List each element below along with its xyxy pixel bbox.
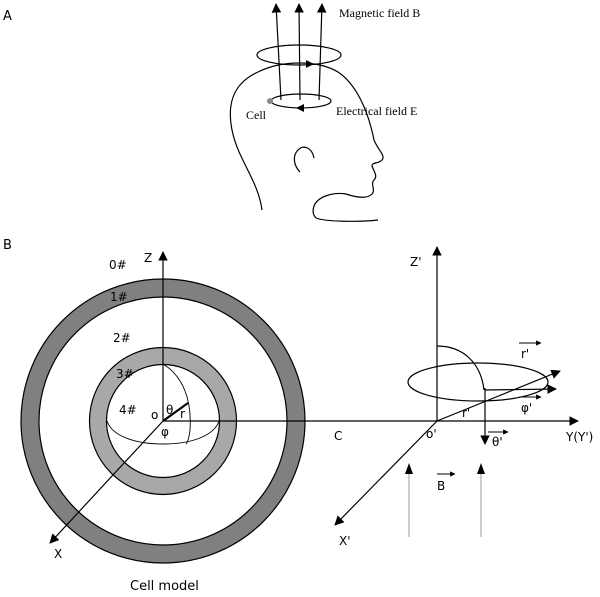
magnetic-loop [256,44,342,66]
theta-prime-unit-label: θ' [492,435,503,449]
magnetic-field-label: Magnetic field B [339,6,420,20]
distance-label: C [334,429,342,443]
magnetic-field-line-right [316,3,327,101]
r-prime-label: r' [462,406,470,420]
r-vector [162,402,189,422]
origin-prime-label: o' [426,427,437,441]
phi-label: φ [161,425,169,439]
z-axis-label: Z [144,251,152,265]
cell-model-caption: Cell model [130,579,199,594]
x-axis [49,420,164,544]
nucleus-equator [106,420,220,445]
origin-label: o [151,408,158,422]
magnetic-field-line-left [271,3,282,101]
y-axis-label: Y(Y') [565,430,593,444]
panel-a-letter: A [3,9,12,24]
panel-b: B 0# 1# 2# 3# 4# Z X o θ φ r Cell model … [3,238,593,594]
region-4-label: 4# [119,403,137,417]
panel-a: A Magnetic field B Electrical field E Ce… [3,3,420,222]
electrical-field-label: Electrical field E [336,104,417,118]
r-prime-vector [436,369,561,422]
phi-prime-vector [484,384,557,394]
r-label: r [180,407,185,421]
ear-outline [293,146,315,173]
cell-dot [267,98,273,104]
electrical-loop-arrow [296,104,304,112]
x-axis-label: X [54,547,62,561]
region-3-label: 3# [116,367,134,381]
theta-prime-arc [436,345,485,391]
region-0-label: 0# [109,258,127,272]
region-2-label: 2# [113,331,131,345]
field-loop [407,362,549,402]
magnetic-field-line-center [294,3,304,101]
magnetic-loop-arrow [306,60,314,68]
b-field-arrow-left [405,463,413,474]
theta-label: θ [166,403,173,417]
r-prime-unit-label: r' [521,347,529,361]
b-field-arrow-right [477,463,485,474]
cell-label: Cell [246,108,267,122]
phi-prime-unit-label: φ' [521,401,532,415]
x-prime-axis [334,420,438,526]
x-prime-label: X' [339,534,351,548]
region-1-label: 1# [110,290,128,304]
b-vector-label: B [437,479,445,493]
panel-b-letter: B [3,238,12,253]
head-outline [229,62,384,222]
z-prime-label: Z' [410,255,422,269]
nucleus-meridian [162,363,191,445]
